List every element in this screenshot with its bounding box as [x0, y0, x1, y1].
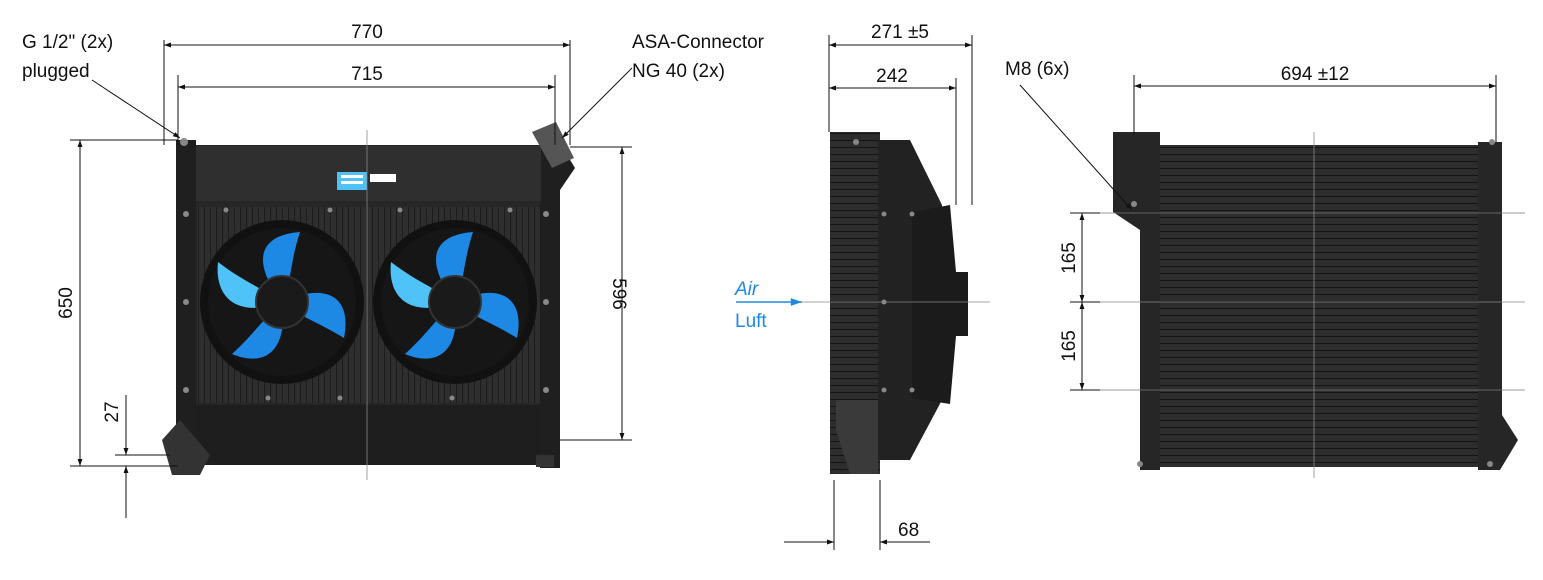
front-bottom-tank — [196, 405, 541, 465]
dim-depth-total: 271 ±5 — [871, 22, 929, 43]
side-dimensions — [784, 35, 973, 550]
logo-stripe — [341, 175, 363, 178]
label-connector-size: NG 40 (2x) — [632, 61, 725, 82]
rear-dimension-texts: 694 ±12 165 165 M8 (6x) — [1005, 59, 1349, 362]
label-port-thread: G 1/2" (2x) — [22, 32, 113, 53]
label-air-de: Luft — [735, 311, 767, 332]
dim-mount-pitch-lower: 165 — [1059, 330, 1080, 362]
side-dimension-texts: 271 ±5 242 68 Air Luft — [734, 22, 929, 541]
front-right-foot — [536, 455, 554, 467]
side-fan-motor — [912, 205, 968, 404]
dim-overall-height: 650 — [56, 287, 77, 319]
label-connector-name: ASA-Connector — [632, 32, 765, 53]
rear-view — [1100, 132, 1525, 478]
front-right-rail — [540, 140, 575, 468]
front-top-panel — [196, 146, 541, 201]
dim-overall-width: 770 — [351, 22, 383, 43]
dim-mount-pitch-upper: 165 — [1059, 242, 1080, 274]
label-port-state: plugged — [22, 61, 90, 82]
front-dimensions — [70, 40, 633, 518]
rear-right-bracket — [1478, 142, 1518, 470]
logo-stripe — [341, 181, 363, 184]
dim-core-height: 596 — [608, 278, 629, 310]
rear-dimensions — [1019, 75, 1497, 391]
label-air-en: Air — [734, 279, 759, 300]
fan-right — [373, 220, 537, 384]
rear-bolts — [1131, 139, 1495, 467]
asa-connector — [532, 122, 574, 168]
rear-left-bracket — [1113, 132, 1160, 470]
label-mount-thread: M8 (6x) — [1005, 59, 1069, 80]
front-left-foot — [162, 420, 210, 475]
dim-core-width: 715 — [351, 64, 383, 85]
dim-depth-frame: 242 — [876, 66, 908, 87]
side-connector — [836, 400, 878, 474]
front-dimension-texts: 770 715 650 596 27 G 1/2" (2x) plugged A… — [22, 22, 765, 423]
fan-left — [200, 220, 364, 384]
dim-foot-offset: 27 — [102, 401, 123, 422]
side-view — [800, 132, 990, 474]
front-view — [162, 122, 575, 480]
rear-core — [1150, 145, 1480, 467]
dim-depth-connector: 68 — [898, 520, 919, 541]
dim-rear-width: 694 ±12 — [1281, 64, 1350, 85]
logo-mark — [370, 174, 396, 182]
